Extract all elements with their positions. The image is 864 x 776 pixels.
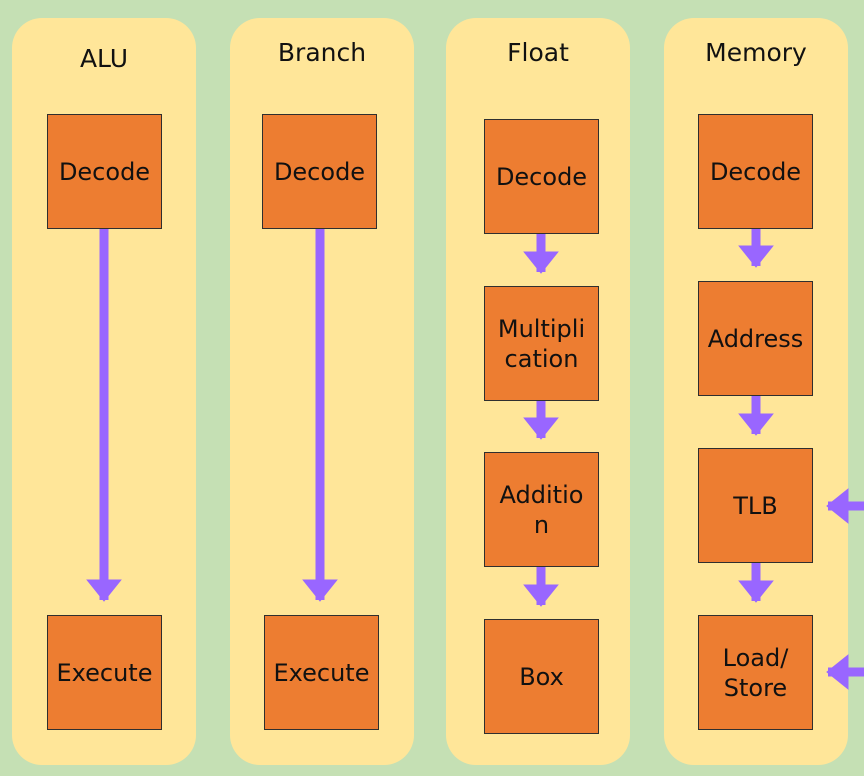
float-box-block: Box — [484, 619, 599, 734]
float-addition-block: Additio n — [484, 452, 599, 567]
branch-lane-title: Branch — [277, 38, 367, 67]
float-decode-block: Decode — [484, 119, 599, 234]
branch-execute-block: Execute — [264, 615, 379, 730]
branch-decode-block: Decode — [262, 114, 377, 229]
memory-loadstore-block: Load/ Store — [698, 615, 813, 730]
alu-execute-block: Execute — [47, 615, 162, 730]
alu-decode-block: Decode — [47, 114, 162, 229]
alu-lane-title: ALU — [79, 44, 129, 73]
memory-decode-block: Decode — [698, 114, 813, 229]
float-multiplication-block: Multipli cation — [484, 286, 599, 401]
float-lane-title: Float — [507, 38, 569, 67]
memory-address-block: Address — [698, 281, 813, 396]
memory-lane-title: Memory — [705, 38, 807, 67]
memory-tlb-block: TLB — [698, 448, 813, 563]
